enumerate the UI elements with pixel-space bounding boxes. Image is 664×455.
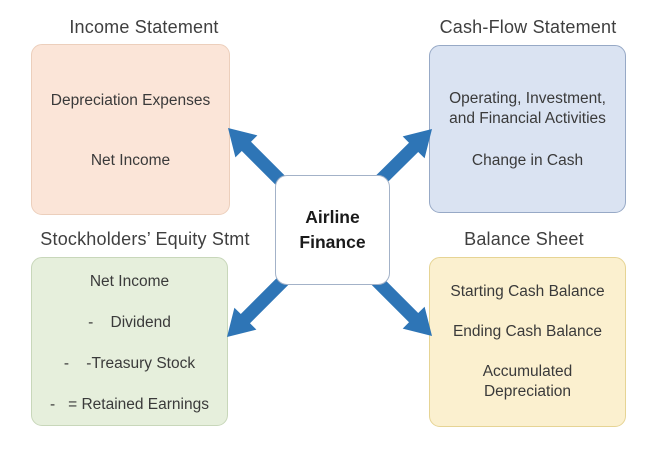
income-statement-title: Income Statement [69,17,219,37]
stockholders-equity-item: - -Treasury Stock [63,355,196,372]
cash-flow-statement-item: Operating, Investment, and Financial Act… [449,90,611,127]
center-label-line1: Airline [305,207,360,227]
cash-flow-statement-title: Cash-Flow Statement [439,17,617,37]
income-statement-item: Net Income [90,152,171,169]
stockholders-equity-item: Net Income [89,273,170,290]
balance-sheet-item: Starting Cash Balance [450,283,605,300]
income-statement-box: Depreciation Expenses Net Income [31,44,230,215]
stockholders-equity-item: - Dividend [88,314,171,331]
income-statement-item: Depreciation Expenses [50,92,211,109]
stockholders-equity-box: Net Income - Dividend - -Treasury Stock … [31,257,228,426]
stockholders-equity-item: - = Retained Earnings [50,396,209,413]
balance-sheet-item: Accumulated Depreciation [482,363,577,400]
stockholders-equity-title: Stockholders’ Equity Stmt [40,229,250,249]
balance-sheet-title: Balance Sheet [464,229,584,249]
center-label-line2: Finance [299,232,366,252]
cash-flow-statement-item: Change in Cash [471,152,584,169]
balance-sheet-item: Ending Cash Balance [452,323,603,340]
balance-sheet-box: Starting Cash Balance Ending Cash Balanc… [429,257,626,427]
cash-flow-statement-box: Operating, Investment, and Financial Act… [429,45,626,213]
center-airline-finance-box: Airline Finance [275,175,390,285]
